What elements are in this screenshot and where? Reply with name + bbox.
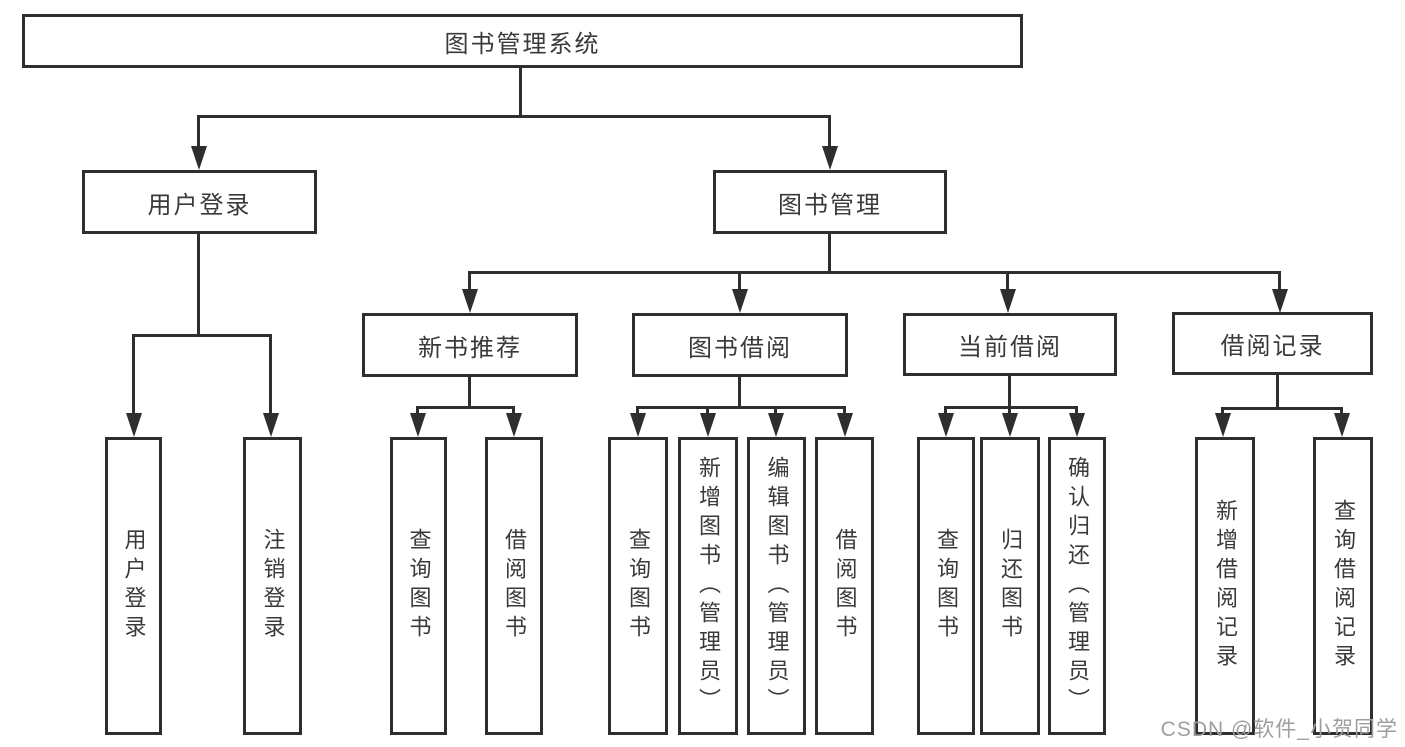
leaf-query-books-current: 查询图书 [917,437,975,735]
connector-line [636,408,639,415]
arrowhead-icon [191,146,207,170]
node-current-borrowing: 当前借阅 [903,313,1117,376]
node-book-management-label: 图书管理 [778,191,882,219]
connector-line [512,408,515,415]
connector-line [197,115,831,118]
leaf-add-books-admin-label: 新增图书（管理员） [696,455,721,717]
arrowhead-icon [822,146,838,170]
leaf-query-books-borrowing-label: 查询图书 [626,528,651,644]
node-library-system: 图书管理系统 [22,14,1023,68]
connector-line [1278,273,1281,291]
arrowhead-icon [462,289,478,313]
leaf-borrow-books-recommend: 借阅图书 [485,437,543,735]
leaf-query-books-recommend-label: 查询图书 [406,528,432,644]
connector-line [774,408,777,415]
watermark: CSDN @软件_小贺同学 [1160,718,1398,741]
leaf-edit-books-admin-label: 编辑图书（管理员） [764,455,790,717]
arrowhead-icon [263,413,279,437]
leaf-logout: 注销登录 [243,437,302,735]
leaf-logout-label: 注销登录 [260,528,286,644]
leaf-query-books-borrowing: 查询图书 [608,437,668,735]
arrowhead-icon [630,413,646,437]
arrowhead-icon [506,413,522,437]
connector-line [1008,376,1011,408]
node-borrowing-records-label: 借阅记录 [1220,333,1325,360]
leaf-edit-books-admin: 编辑图书（管理员） [747,437,806,735]
connector-line [1006,273,1009,291]
connector-line [1340,409,1343,415]
arrowhead-icon [1334,413,1350,437]
connector-line [828,234,831,273]
arrowhead-icon [1069,413,1085,437]
leaf-query-borrow-record-label: 查询借阅记录 [1331,499,1356,673]
connector-line [1276,375,1279,409]
node-book-management: 图书管理 [713,170,947,234]
leaf-borrow-books-borrowing: 借阅图书 [815,437,874,735]
connector-line [468,273,471,291]
connector-line [197,234,200,336]
connector-line [944,408,947,415]
arrowhead-icon [1000,289,1016,313]
connector-line [706,408,709,415]
node-book-borrowing: 图书借阅 [632,313,848,377]
leaf-return-books: 归还图书 [980,437,1040,735]
arrowhead-icon [1002,413,1018,437]
leaf-confirm-return-admin-label: 确认归还（管理员） [1065,455,1090,717]
arrowhead-icon [126,413,142,437]
leaf-user-login-label: 用户登录 [121,528,147,644]
leaf-query-books-recommend: 查询图书 [390,437,447,735]
node-new-book-recommend: 新书推荐 [362,313,578,377]
connector-line [416,406,515,409]
node-current-borrowing-label: 当前借阅 [958,334,1062,361]
arrowhead-icon [1215,413,1231,437]
connector-line [197,117,200,148]
connector-line [519,68,522,117]
connector-line [416,408,419,415]
connector-line [132,334,272,337]
node-user-login: 用户登录 [82,170,317,234]
leaf-add-borrow-record: 新增借阅记录 [1195,437,1255,735]
arrowhead-icon [732,289,748,313]
leaf-borrow-books-recommend-label: 借阅图书 [502,528,527,644]
arrowhead-icon [700,413,716,437]
connector-line [944,406,1078,409]
node-borrowing-records: 借阅记录 [1172,312,1373,375]
connector-line [636,406,846,409]
node-new-book-recommend-label: 新书推荐 [418,334,522,362]
arrowhead-icon [837,413,853,437]
leaf-add-borrow-record-label: 新增借阅记录 [1213,499,1238,673]
leaf-query-books-current-label: 查询图书 [934,528,959,644]
arrowhead-icon [768,413,784,437]
connector-line [468,271,1281,274]
connector-line [468,377,471,408]
arrowhead-icon [1272,289,1288,313]
connector-line [1221,407,1343,410]
connector-line [738,273,741,291]
connector-line [1221,409,1224,415]
node-user-login-label: 用户登录 [147,191,252,219]
connector-line [843,408,846,415]
connector-line [1008,408,1011,415]
connector-line [1075,408,1078,415]
connector-line [269,336,272,415]
arrowhead-icon [938,413,954,437]
connector-line [132,336,135,415]
leaf-add-books-admin: 新增图书（管理员） [678,437,738,735]
leaf-query-borrow-record: 查询借阅记录 [1313,437,1373,735]
leaf-confirm-return-admin: 确认归还（管理员） [1048,437,1106,735]
node-library-system-label: 图书管理系统 [444,30,601,58]
connector-line [828,117,831,148]
leaf-borrow-books-borrowing-label: 借阅图书 [832,528,858,644]
connector-line [738,377,741,408]
leaf-return-books-label: 归还图书 [998,528,1023,644]
arrowhead-icon [410,413,426,437]
node-book-borrowing-label: 图书借阅 [688,334,792,362]
leaf-user-login: 用户登录 [105,437,162,735]
